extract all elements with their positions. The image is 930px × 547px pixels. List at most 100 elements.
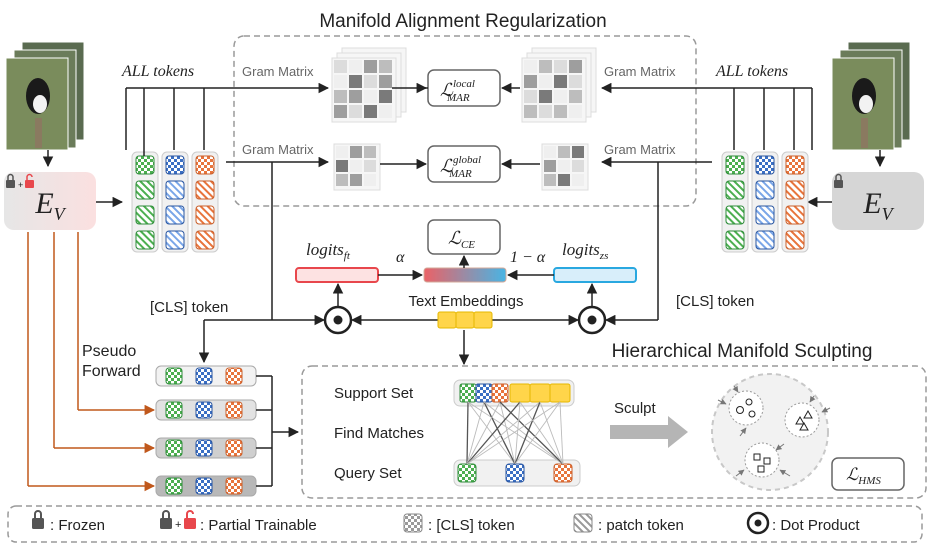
cls-token — [725, 155, 745, 175]
match-edge — [466, 401, 541, 465]
loss-mar-global-box — [427, 145, 501, 183]
gram-matrix-global-right — [541, 143, 589, 191]
legend-partial-icon: + — [160, 510, 196, 531]
patch-token — [785, 205, 805, 225]
pseudo-forward-rows — [155, 365, 257, 497]
patch-token — [755, 205, 775, 225]
match-edge — [467, 401, 564, 465]
legend-box — [7, 505, 923, 543]
cls-token — [475, 383, 493, 403]
patch-token — [785, 180, 805, 200]
cls-token — [195, 367, 213, 385]
sculpt-label: Sculpt — [614, 400, 657, 417]
alpha-label: α — [396, 249, 405, 266]
svg-text:+: + — [18, 180, 23, 190]
cls-token — [195, 477, 213, 495]
gram-cell — [364, 146, 376, 158]
logits-ft-bar — [295, 267, 379, 283]
legend-partial: : Partial Trainable — [200, 517, 317, 534]
logits-zs-bar — [553, 267, 637, 283]
gram-cell — [379, 75, 392, 88]
cls-token — [165, 155, 185, 175]
match-edge — [514, 401, 561, 465]
patch-token — [195, 230, 215, 250]
match-edge — [466, 401, 485, 465]
gram-cell — [334, 90, 347, 103]
right-all-bus — [600, 82, 813, 168]
cls-right-label: [CLS] token — [676, 293, 754, 310]
cls-token — [225, 401, 243, 419]
token-grid-right — [721, 151, 809, 253]
cls-token — [195, 439, 213, 457]
patch-token — [725, 180, 745, 200]
patch-token — [725, 230, 745, 250]
gram-cell — [364, 174, 376, 186]
cls-token — [225, 367, 243, 385]
cls-token — [165, 367, 183, 385]
gram-cell — [524, 105, 537, 118]
gram-cell — [524, 60, 537, 73]
gram-cell — [350, 146, 362, 158]
gram-cell — [379, 60, 392, 73]
match-edge — [559, 401, 564, 465]
pseudo-label-line1: Pseudo — [82, 343, 136, 360]
cls-token — [165, 477, 183, 495]
svg-text:+: + — [175, 519, 181, 531]
loss-hms-box — [831, 457, 905, 491]
match-edge — [483, 401, 516, 465]
text-embeddings-label: Text Embeddings — [408, 293, 523, 310]
gram-label-br: Gram Matrix — [604, 142, 676, 157]
gram-cell — [544, 160, 556, 172]
gram-cell — [364, 90, 377, 103]
patch-token — [135, 180, 155, 200]
token-grid-left — [131, 151, 219, 253]
one-minus-alpha-label: 1 − α — [510, 249, 546, 266]
gram-label-tr: Gram Matrix — [604, 64, 676, 79]
match-edge — [499, 401, 516, 465]
cls-token — [459, 383, 477, 403]
gram-cell — [539, 60, 552, 73]
cls-token — [491, 383, 509, 403]
token-column — [191, 151, 219, 253]
loss-ce: ℒCE — [448, 228, 475, 251]
support-set-label: Support Set — [334, 385, 414, 402]
patch-token — [725, 205, 745, 225]
token-column — [751, 151, 779, 253]
text-token — [529, 383, 551, 403]
cls-token — [225, 477, 243, 495]
logits-mixed-bar — [423, 267, 507, 283]
gram-cell — [336, 146, 348, 158]
cls-token — [505, 463, 525, 483]
gram-cell — [364, 160, 376, 172]
gram-cell — [572, 146, 584, 158]
gram-cell — [349, 75, 362, 88]
encoder-right-label: EV — [862, 187, 894, 224]
frozen-lock-icon — [834, 173, 843, 188]
patch-token — [195, 205, 215, 225]
gram-cell — [569, 105, 582, 118]
legend-dot-icon — [746, 511, 770, 535]
cls-token — [457, 463, 477, 483]
find-matches-label: Find Matches — [334, 425, 424, 442]
cls-token — [165, 439, 183, 457]
cls-token — [195, 401, 213, 419]
gram-cell — [334, 60, 347, 73]
legend-frozen-icon — [32, 510, 44, 529]
patch-token — [755, 180, 775, 200]
gram-cell — [544, 174, 556, 186]
gram-cell — [554, 105, 567, 118]
gram-cell — [569, 60, 582, 73]
legend-frozen: : Frozen — [50, 517, 105, 534]
mar-region — [233, 35, 697, 207]
legend-patch: : patch token — [598, 517, 684, 534]
patch-token — [165, 205, 185, 225]
gram-cell — [349, 90, 362, 103]
dot-product-right — [577, 305, 607, 335]
input-image-right — [831, 41, 911, 151]
cls-token — [165, 401, 183, 419]
gram-cell — [334, 75, 347, 88]
pseudo-forward-arrows — [27, 232, 156, 492]
gram-cell — [350, 174, 362, 186]
loss-hms: ℒHMS — [846, 465, 881, 487]
